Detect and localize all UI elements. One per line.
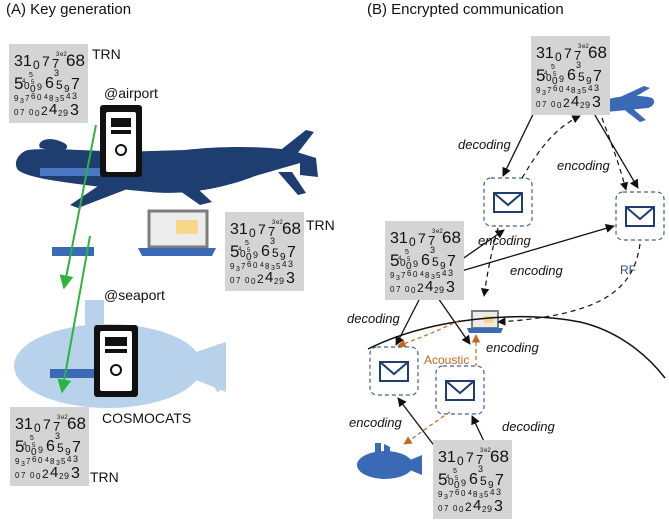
trn-random-number-box — [385, 221, 464, 300]
trn-label: TRN — [92, 46, 121, 62]
decoding-label: decoding — [458, 137, 511, 152]
rf-label: RF — [620, 263, 636, 277]
trn-random-number-box — [433, 440, 512, 519]
seaport-label: @seaport — [104, 287, 165, 303]
trn-random-number-box — [531, 36, 610, 115]
computer-tower-icon — [100, 105, 142, 177]
water-surface — [367, 315, 666, 379]
green-arrow — [59, 124, 97, 290]
envelope-icon — [435, 365, 485, 415]
decoding-label: decoding — [502, 419, 555, 434]
encoding-label: encoding — [349, 415, 402, 430]
drone-icon — [596, 86, 655, 122]
key-bar — [52, 247, 94, 256]
laptop-icon — [138, 209, 216, 256]
computer-tower-icon — [94, 325, 138, 397]
trn-label: TRN — [90, 469, 119, 485]
encoding-label: encoding — [557, 158, 610, 173]
envelope-icon — [483, 177, 533, 227]
laptop-icon — [467, 310, 503, 333]
airplane-icon — [15, 130, 318, 208]
trn-random-number-box — [225, 212, 304, 291]
acoustic-label: Acoustic — [424, 353, 470, 367]
decoding-label: decoding — [347, 311, 400, 326]
green-arrow — [57, 235, 91, 394]
encoding-label: encoding — [478, 233, 531, 248]
trn-random-number-box — [10, 407, 89, 486]
trn-random-number-box — [9, 44, 88, 123]
envelope-icon — [615, 191, 665, 241]
panel-b-title: (B) Encrypted communication — [367, 1, 564, 18]
airport-label: @airport — [104, 85, 158, 101]
submarine-icon — [357, 443, 422, 479]
cosmocats-label: COSMOCATS — [102, 410, 192, 426]
encoding-label: encoding — [486, 340, 539, 355]
panel-a-title: (A) Key generation — [6, 1, 132, 18]
trn-label: TRN — [306, 217, 335, 233]
envelope-icon — [369, 346, 419, 396]
encoding-label: encoding — [510, 263, 563, 278]
